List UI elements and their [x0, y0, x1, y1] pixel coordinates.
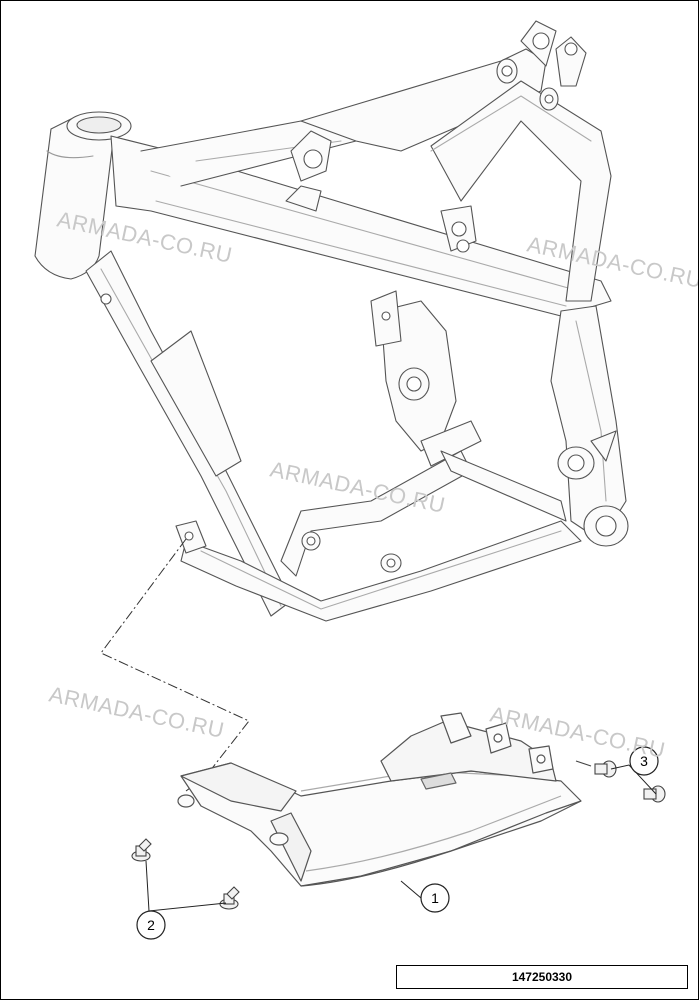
callout-2: 2	[136, 860, 227, 940]
lower-cradle-rails	[180, 450, 582, 622]
callout-1: 1	[400, 880, 450, 913]
rear-screws	[575, 760, 666, 803]
catalog-number: 147250330	[511, 970, 573, 984]
skid-plate	[177, 712, 582, 887]
front-screws	[131, 838, 240, 910]
screw-front-left	[131, 838, 152, 862]
motorcycle-frame	[34, 20, 629, 622]
screw-front-right	[219, 886, 240, 910]
callout-1-label: 1	[431, 890, 439, 906]
steering-head-tube	[34, 111, 132, 280]
screw-rear-upper	[575, 760, 617, 778]
callout-3: 3	[610, 746, 659, 795]
engine-mount	[370, 290, 482, 467]
screw-rear-lower	[643, 785, 666, 803]
front-cradle	[85, 250, 292, 617]
catalog-number-box: 147250330	[396, 965, 688, 989]
shock-bracket	[285, 130, 477, 253]
upper-rear-frame	[300, 20, 612, 302]
callout-3-label: 3	[640, 753, 648, 769]
watermark-text: ARMADA-CO.RU	[47, 681, 227, 743]
rear-down-tube	[550, 305, 629, 547]
main-spar	[110, 120, 612, 317]
callout-2-label: 2	[147, 917, 155, 933]
